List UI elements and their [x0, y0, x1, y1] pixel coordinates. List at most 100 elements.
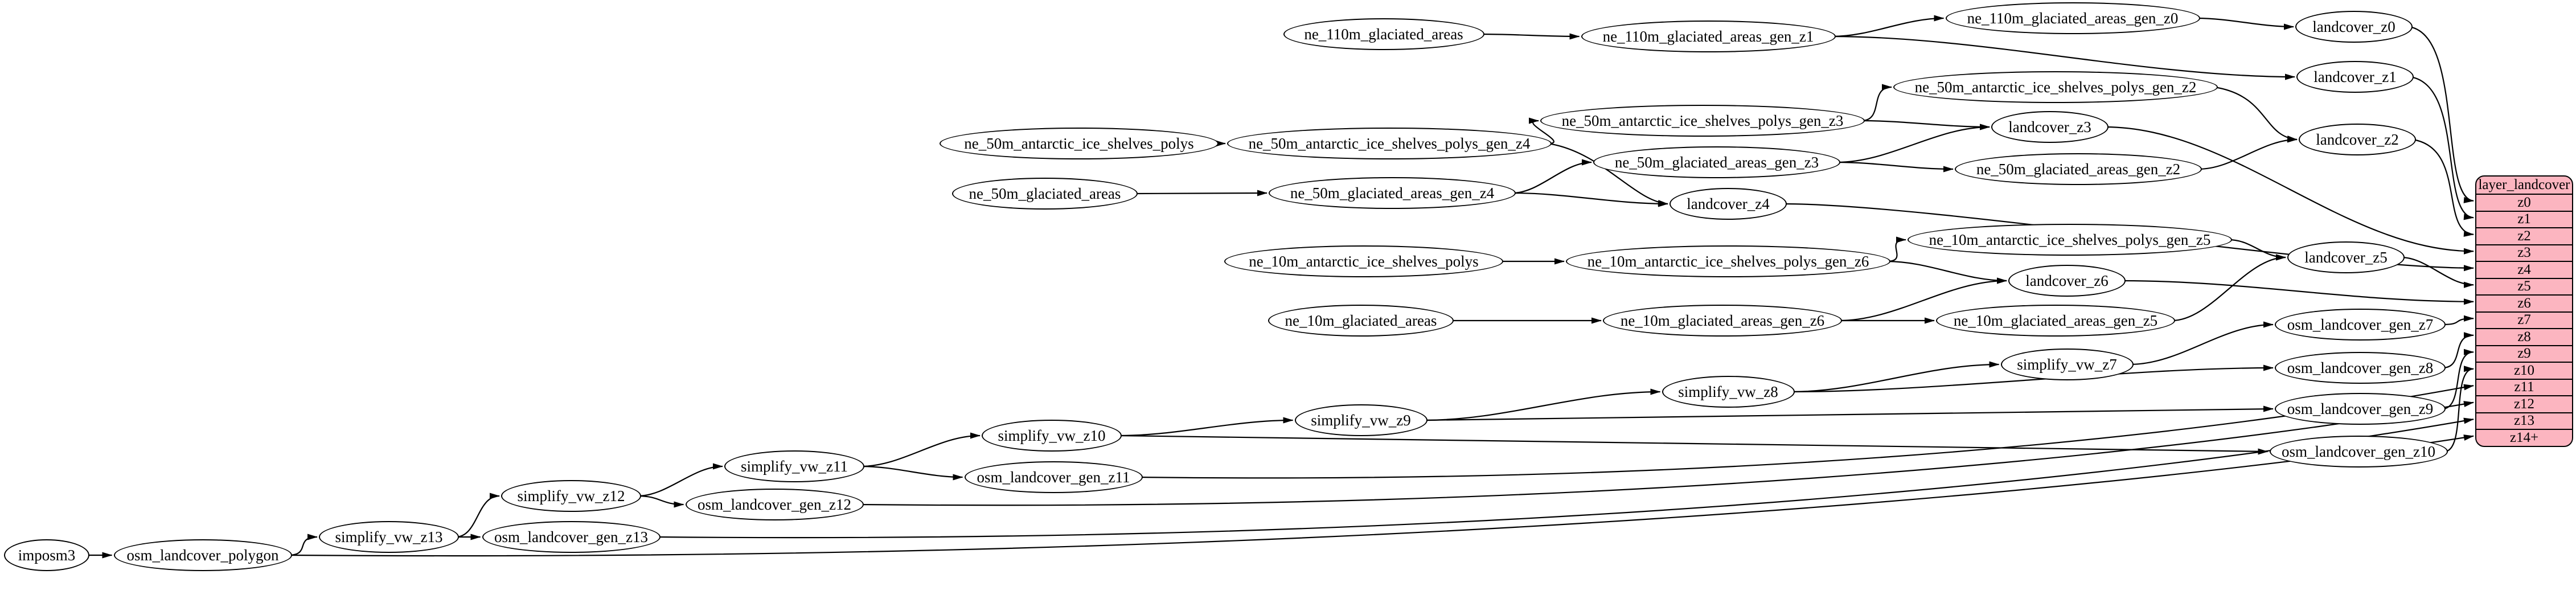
node-landcover_z3: landcover_z3	[1991, 111, 2109, 143]
edge-ne_110m_glaciated_areas_gen_z1-to-landcover_z1	[1832, 35, 2295, 80]
node-ne_10m_glaciated_areas: ne_10m_glaciated_areas	[1268, 305, 1454, 337]
table-row-z13: z13	[2476, 412, 2572, 429]
node-ne_10m_glaciated_areas_gen_z5: ne_10m_glaciated_areas_gen_z5	[1936, 305, 2175, 337]
edge-ne_50m_glaciated_areas-to-ne_50m_glaciated_areas_gen_z4	[1134, 190, 1268, 196]
edge-simplify_vw_z10-to-simplify_vw_z9	[1118, 417, 1294, 437]
node-simplify_vw_z7: simplify_vw_z7	[2000, 348, 2134, 380]
edge-ne_10m_antarctic_ice_shelves_polys_gen_z6-to-landcover_z6	[1886, 260, 2007, 284]
table-row-z6: z6	[2476, 294, 2572, 311]
node-ne_50m_antarctic_ice_shelves_polys_gen_z3: ne_50m_antarctic_ice_shelves_polys_gen_z…	[1540, 105, 1865, 137]
edge-simplify_vw_z10-to-osm_landcover_gen_z10	[1118, 434, 2269, 455]
node-ne_110m_glaciated_areas_gen_z1: ne_110m_glaciated_areas_gen_z1	[1581, 20, 1836, 52]
edge-ne_110m_glaciated_areas-to-ne_110m_glaciated_areas_gen_z1	[1480, 33, 1580, 40]
node-osm_landcover_gen_z8: osm_landcover_gen_z8	[2275, 352, 2446, 384]
edge-simplify_vw_z11-to-simplify_vw_z10	[860, 432, 981, 468]
edge-osm_landcover_gen_z7-to-row-z7	[2442, 315, 2474, 326]
edge-ne_10m_glaciated_areas_gen_z6-to-landcover_z6	[1838, 277, 2007, 322]
edge-osm_landcover_gen_z11-to-row-z11	[1139, 384, 2474, 479]
table-row-z3: z3	[2476, 244, 2572, 261]
node-ne_50m_glaciated_areas_gen_z4: ne_50m_glaciated_areas_gen_z4	[1269, 177, 1516, 209]
node-imposm3: imposm3	[4, 539, 89, 571]
node-landcover_z2: landcover_z2	[2299, 124, 2416, 155]
table-row-z0: z0	[2476, 194, 2572, 211]
node-osm_landcover_gen_z11: osm_landcover_gen_z11	[964, 461, 1143, 493]
node-osm_landcover_gen_z12: osm_landcover_gen_z12	[685, 489, 864, 520]
edge-simplify_vw_z8-to-osm_landcover_gen_z8	[1791, 364, 2274, 393]
node-landcover_z1: landcover_z1	[2296, 61, 2414, 93]
edge-osm_landcover_gen_z8-to-row-z8	[2442, 332, 2474, 369]
node-osm_landcover_gen_z13: osm_landcover_gen_z13	[482, 521, 661, 553]
edge-landcover_z5-to-row-z5	[2401, 256, 2474, 288]
table-row-z5: z5	[2476, 277, 2572, 295]
edge-simplify_vw_z11-to-osm_landcover_gen_z11	[860, 465, 963, 481]
edge-ne_50m_glaciated_areas_gen_z3-to-ne_50m_glaciated_areas_gen_z2	[1836, 161, 1954, 173]
node-ne_10m_antarctic_ice_shelves_polys_gen_z6: ne_10m_antarctic_ice_shelves_polys_gen_z…	[1566, 245, 1890, 277]
edge-ne_50m_glaciated_areas_gen_z4-to-ne_50m_glaciated_areas_gen_z3	[1512, 159, 1592, 194]
node-landcover_z0: landcover_z0	[2295, 11, 2413, 43]
node-ne_110m_glaciated_areas_gen_z0: ne_110m_glaciated_areas_gen_z0	[1945, 2, 2200, 34]
edge-ne_50m_antarctic_ice_shelves_polys_gen_z3-to-landcover_z3	[1861, 120, 1990, 130]
node-landcover_z5: landcover_z5	[2287, 241, 2405, 273]
node-osm_landcover_gen_z10: osm_landcover_gen_z10	[2269, 436, 2448, 468]
node-ne_50m_antarctic_ice_shelves_polys_gen_z2: ne_50m_antarctic_ice_shelves_polys_gen_z…	[1893, 71, 2218, 103]
table-row-z1: z1	[2476, 210, 2572, 228]
edge-ne_50m_glaciated_areas_gen_z3-to-landcover_z3	[1836, 124, 1990, 163]
node-ne_50m_antarctic_ice_shelves_polys_gen_z4: ne_50m_antarctic_ice_shelves_polys_gen_z…	[1227, 128, 1552, 159]
edge-ne_50m_antarctic_ice_shelves_polys_gen_z4-to-landcover_z4	[1548, 142, 1668, 207]
node-simplify_vw_z9: simplify_vw_z9	[1294, 404, 1428, 436]
edge-landcover_z3-to-row-z3	[2105, 126, 2474, 255]
edge-osm_landcover_gen_z10-to-row-z10	[2444, 366, 2474, 453]
table-row-z14+: z14+	[2476, 429, 2572, 446]
edge-ne_110m_glaciated_areas_gen_z1-to-ne_110m_glaciated_areas_gen_z0	[1832, 15, 1945, 38]
table-row-z4: z4	[2476, 261, 2572, 278]
edge-ne_50m_antarctic_ice_shelves_polys_gen_z4-to-ne_50m_antarctic_ice_shelves_polys_gen_z3	[1528, 117, 1554, 145]
node-ne_10m_glaciated_areas_gen_z6: ne_10m_glaciated_areas_gen_z6	[1603, 305, 1842, 337]
table-row-z8: z8	[2476, 328, 2572, 345]
edge-ne_50m_glaciated_areas_gen_z2-to-landcover_z2	[2198, 136, 2298, 170]
edge-landcover_z0-to-row-z0	[2409, 26, 2474, 203]
edge-simplify_vw_z9-to-simplify_vw_z8	[1424, 388, 1661, 421]
node-simplify_vw_z11: simplify_vw_z11	[724, 450, 864, 482]
node-osm_landcover_gen_z7: osm_landcover_gen_z7	[2275, 309, 2446, 341]
edge-osm_landcover_gen_z13-to-row-z13	[657, 417, 2474, 539]
node-ne_110m_glaciated_areas: ne_110m_glaciated_areas	[1283, 18, 1484, 50]
edge-ne_50m_antarctic_ice_shelves_polys_gen_z2-to-landcover_z2	[2214, 86, 2298, 142]
edge-landcover_z6-to-row-z6	[2122, 280, 2474, 305]
node-ne_50m_antarctic_ice_shelves_polys: ne_50m_antarctic_ice_shelves_polys	[940, 128, 1219, 159]
edge-simplify_vw_z7-to-osm_landcover_gen_z7	[2130, 321, 2274, 366]
node-ne_10m_antarctic_ice_shelves_polys_gen_z5: ne_10m_antarctic_ice_shelves_polys_gen_z…	[1908, 224, 2232, 256]
edge-ne_50m_glaciated_areas_gen_z4-to-landcover_z4	[1512, 192, 1668, 207]
node-simplify_vw_z13: simplify_vw_z13	[319, 521, 459, 553]
node-landcover_z4: landcover_z4	[1670, 188, 1787, 220]
edge-simplify_vw_z9-to-osm_landcover_gen_z9	[1424, 405, 2274, 421]
table-row-z12: z12	[2476, 395, 2572, 412]
node-ne_50m_glaciated_areas: ne_50m_glaciated_areas	[952, 178, 1138, 210]
node-simplify_vw_z12: simplify_vw_z12	[501, 480, 641, 512]
edge-simplify_vw_z8-to-simplify_vw_z7	[1791, 361, 2000, 393]
edge-ne_10m_glaciated_areas_gen_z5-to-landcover_z5	[2171, 254, 2286, 322]
edge-simplify_vw_z12-to-simplify_vw_z11	[637, 463, 723, 497]
edge-osm_landcover_polygon-to-simplify_vw_z13	[288, 534, 318, 556]
edge-landcover_z2-to-row-z2	[2412, 138, 2474, 237]
node-osm_landcover_gen_z9: osm_landcover_gen_z9	[2275, 393, 2446, 425]
edge-ne_110m_glaciated_areas_gen_z0-to-landcover_z0	[2196, 17, 2294, 30]
table-row-z2: z2	[2476, 227, 2572, 244]
table-row-z9: z9	[2476, 345, 2572, 362]
table-row-z10: z10	[2476, 362, 2572, 379]
node-osm_landcover_polygon: osm_landcover_polygon	[113, 539, 292, 571]
node-simplify_vw_z8: simplify_vw_z8	[1662, 376, 1795, 408]
edge-landcover_z1-to-row-z1	[2410, 76, 2474, 220]
node-ne_50m_glaciated_areas_gen_z2: ne_50m_glaciated_areas_gen_z2	[1955, 153, 2202, 185]
table-row-z11: z11	[2476, 378, 2572, 396]
node-ne_10m_antarctic_ice_shelves_polys: ne_10m_antarctic_ice_shelves_polys	[1224, 245, 1503, 277]
edge-ne_10m_antarctic_ice_shelves_polys_gen_z6-to-ne_10m_antarctic_ice_shelves_polys_gen_z5	[1886, 236, 1906, 263]
node-ne_50m_glaciated_areas_gen_z3: ne_50m_glaciated_areas_gen_z3	[1593, 146, 1840, 178]
node-landcover_z6: landcover_z6	[2008, 265, 2126, 297]
layer-landcover-table-title: layer_landcover	[2478, 177, 2570, 192]
node-simplify_vw_z10: simplify_vw_z10	[982, 420, 1122, 452]
table-row-z7: z7	[2476, 311, 2572, 329]
